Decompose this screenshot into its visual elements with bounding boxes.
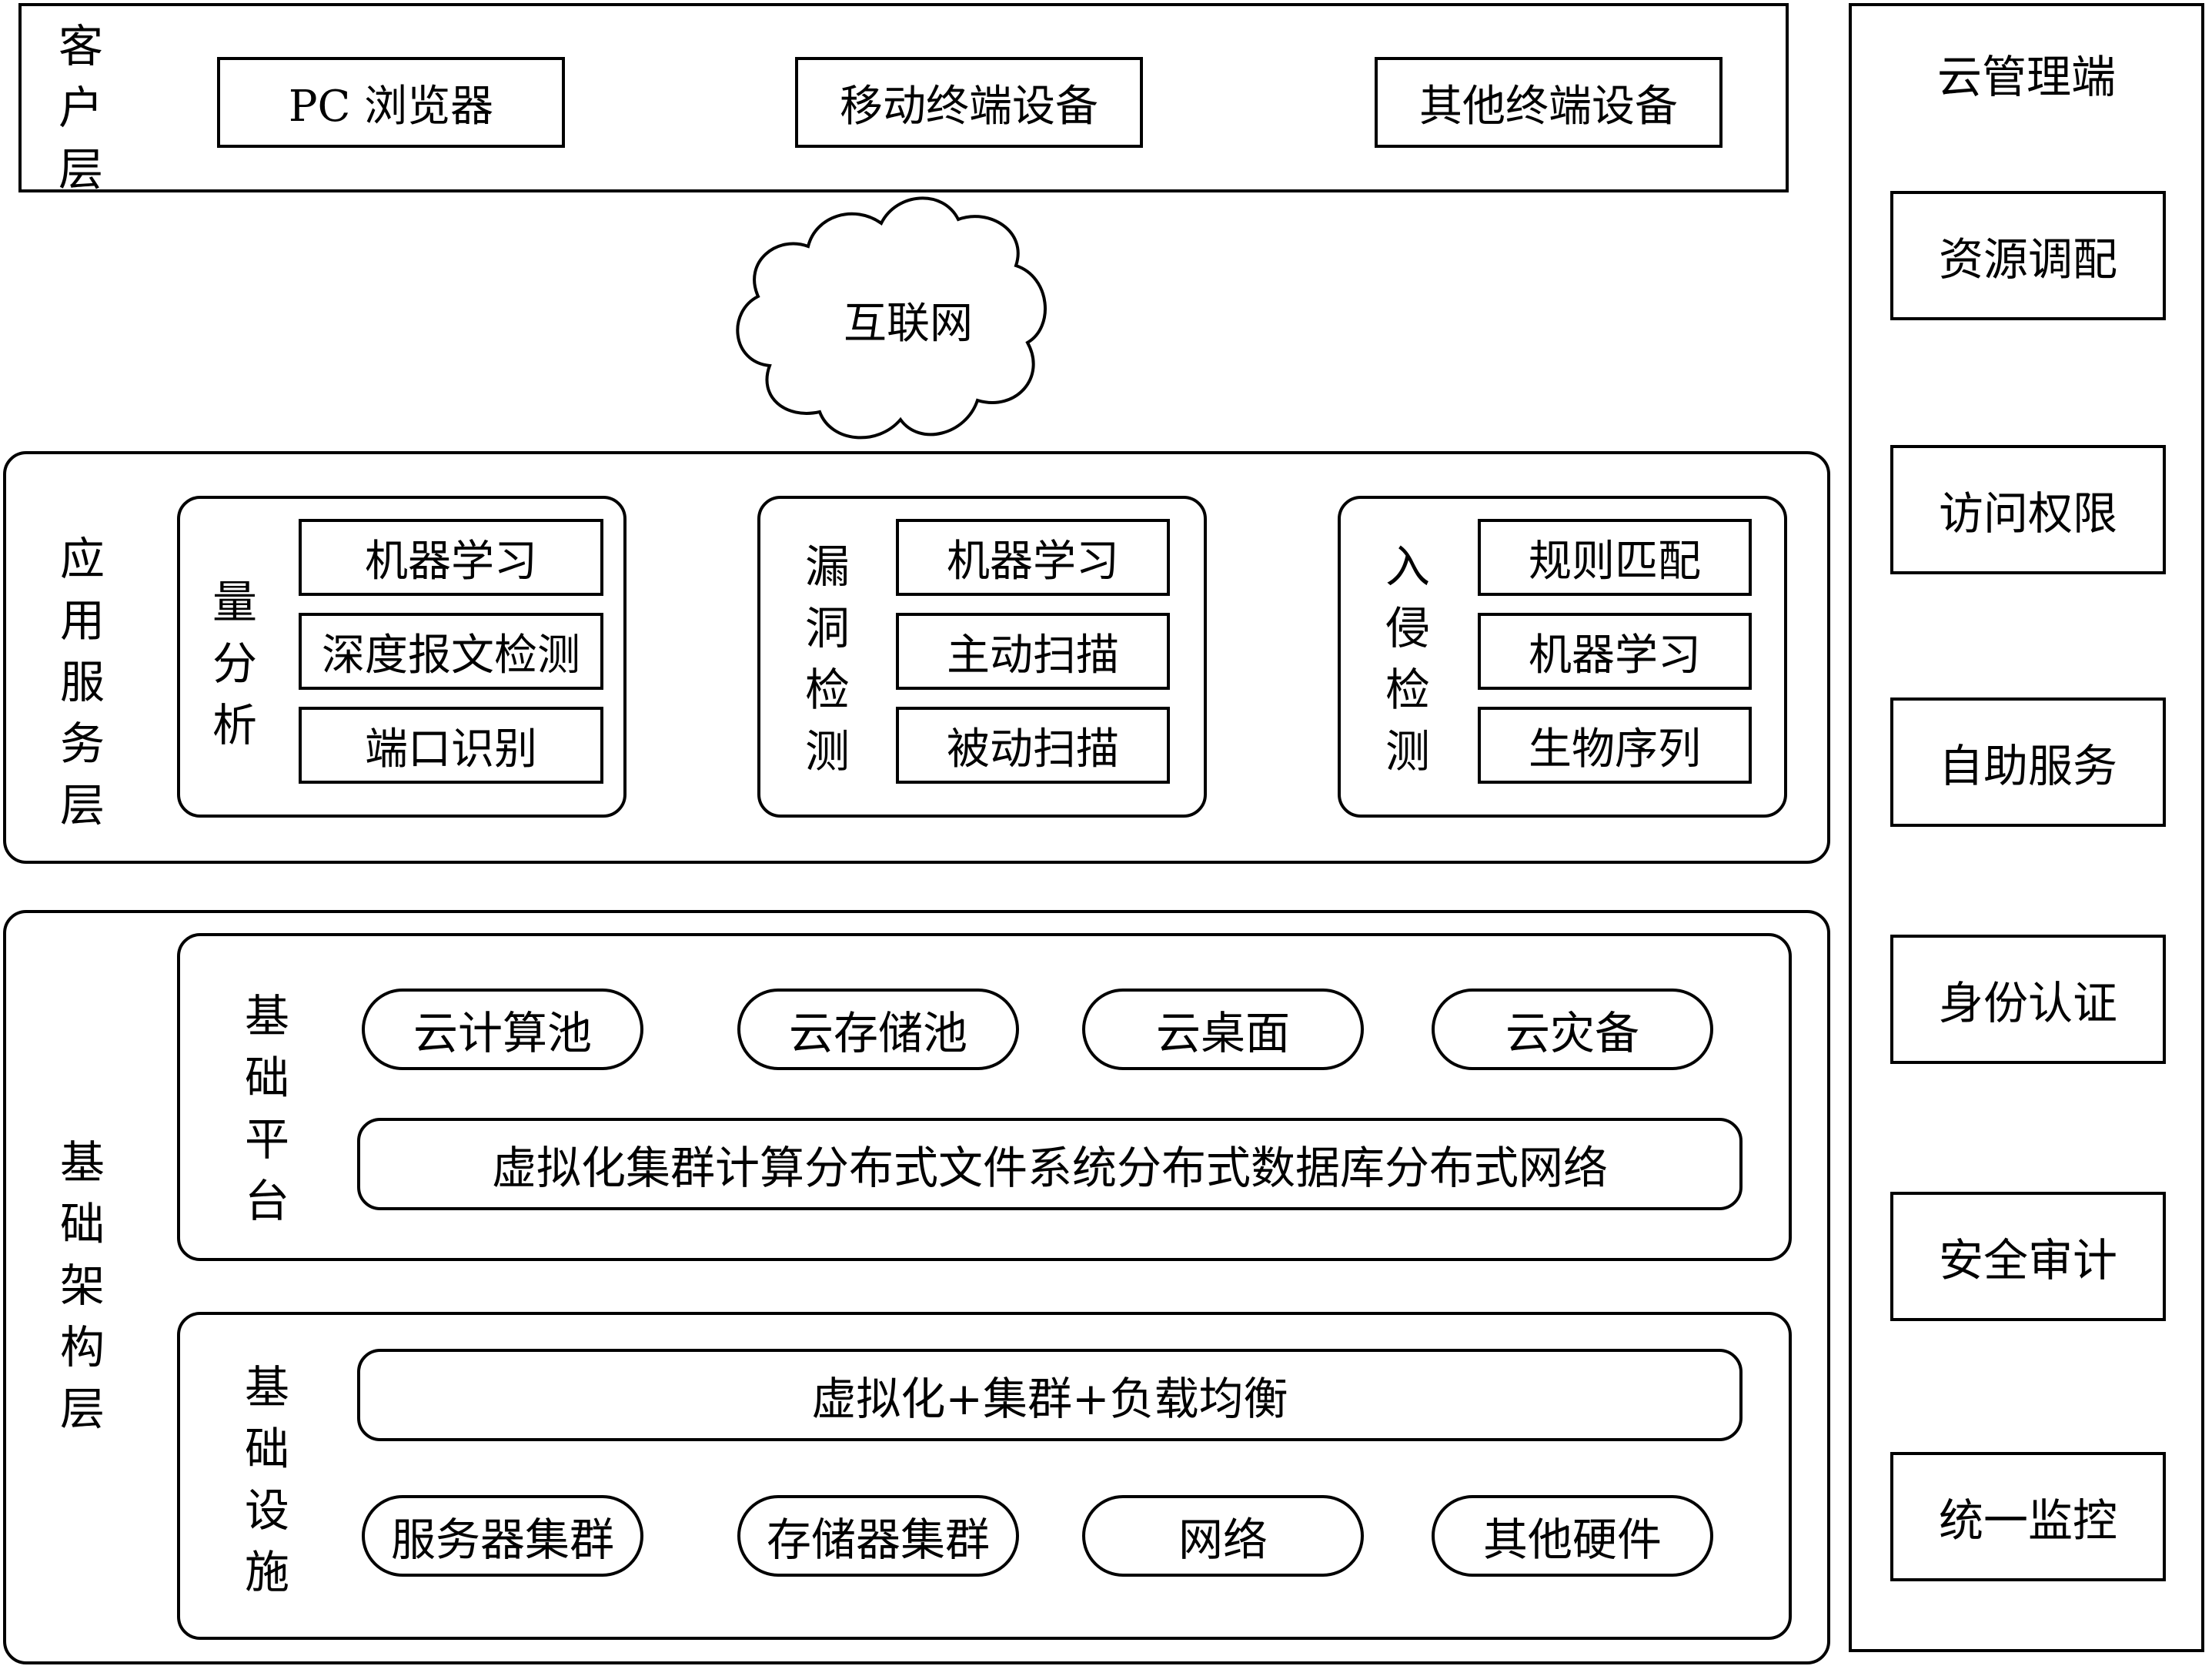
internet-cloud-icon [736, 196, 1047, 440]
other-hardware-pill: 其他硬件 [1432, 1495, 1713, 1577]
rule-matching-box: 规则匹配 [1478, 519, 1752, 596]
security-audit-box: 安全审计 [1890, 1192, 2166, 1321]
identity-auth-box: 身份认证 [1890, 935, 2166, 1064]
mobile-terminal-box: 移动终端设备 [795, 57, 1143, 148]
distributed-systems-bar: 虚拟化集群计算分布式文件系统分布式数据库分布式网络 [357, 1118, 1743, 1210]
infrastructure-layer-label: 基 础 架 构 层 [59, 1136, 105, 1435]
storage-cluster-pill: 存储器集群 [737, 1495, 1019, 1577]
port-identification-box: 端口识别 [299, 707, 603, 784]
vulnerability-detection-label: 漏 洞 检 测 [804, 540, 850, 778]
intrusion-detection-label: 入 侵 检 测 [1385, 540, 1430, 778]
resource-allocation-box: 资源调配 [1890, 191, 2166, 320]
cloud-management-title: 云管理端 [1936, 51, 2116, 103]
access-permission-box: 访问权限 [1890, 445, 2166, 574]
cloud-compute-pool-pill: 云计算池 [362, 989, 643, 1070]
passive-scan-box: 被动扫描 [896, 707, 1170, 784]
virtualization-cluster-lb-bar: 虚拟化+集群+负载均衡 [357, 1349, 1743, 1441]
network-pill: 网络 [1082, 1495, 1364, 1577]
unified-monitoring-box: 统一监控 [1890, 1452, 2166, 1581]
vuln-ml-box: 机器学习 [896, 519, 1170, 596]
intrusion-ml-box: 机器学习 [1478, 613, 1752, 690]
basic-facilities-label: 基 础 设 施 [244, 1361, 289, 1598]
cloud-disaster-recovery-pill: 云灾备 [1432, 989, 1713, 1070]
other-terminal-box: 其他终端设备 [1375, 57, 1722, 148]
active-scan-box: 主动扫描 [896, 613, 1170, 690]
deep-packet-inspection-box: 深度报文检测 [299, 613, 603, 690]
basic-platform-label: 基 础 平 台 [244, 990, 289, 1227]
client-layer-label: 客 户 层 [58, 20, 103, 196]
app-service-layer-label: 应 用 服 务 层 [59, 533, 105, 831]
cloud-storage-pool-pill: 云存储池 [737, 989, 1019, 1070]
basic-platform-panel [177, 933, 1792, 1261]
pc-browser-box: PC 浏览器 [217, 57, 565, 148]
cloud-desktop-pill: 云桌面 [1082, 989, 1364, 1070]
server-cluster-pill: 服务器集群 [362, 1495, 643, 1577]
internet-label: 互联网 [844, 298, 973, 349]
bio-sequence-box: 生物序列 [1478, 707, 1752, 784]
self-service-box: 自助服务 [1890, 698, 2166, 827]
traffic-analysis-label: 量 分 析 [212, 576, 257, 751]
traffic-ml-box: 机器学习 [299, 519, 603, 596]
